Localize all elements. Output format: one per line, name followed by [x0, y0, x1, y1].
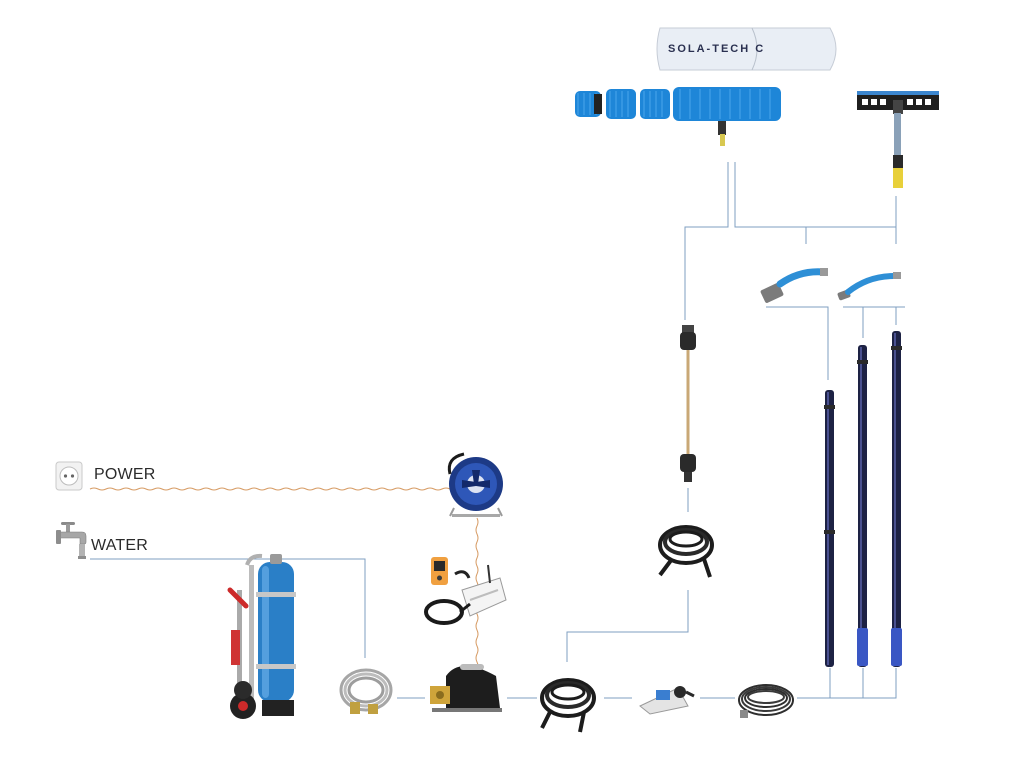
gooseneck-icon: [760, 268, 828, 303]
reel-to-poles-line: [797, 668, 897, 699]
hose-coil-icon: [540, 678, 596, 733]
power-supply-line: [89, 487, 451, 491]
power-socket-icon: [55, 461, 83, 491]
tube-brand-label: SOLA-TECH C: [668, 43, 765, 55]
brushes-branch-line: [734, 162, 897, 228]
flat-brush-icon: [857, 91, 939, 188]
water-filter-trolley-icon: [227, 553, 296, 719]
water-label: WATER: [91, 537, 148, 554]
rotary-brush-icon: [575, 87, 781, 146]
hose-to-lance-line: [566, 590, 689, 662]
cable-reel-icon: [447, 452, 503, 517]
power-label: POWER: [94, 466, 156, 483]
pump-icon: [430, 664, 502, 712]
remote-controller-icon: [424, 557, 507, 625]
hose-coil-icon: [339, 668, 393, 714]
flow-controller-icon: [639, 686, 695, 715]
lance-to-brush-line: [684, 162, 729, 320]
telescopic-pole-icon: [891, 331, 902, 667]
telescopic-pole-icon: [824, 390, 835, 667]
hose-coil-icon: [658, 525, 714, 578]
lance-icon: [680, 325, 696, 482]
gooseneck-icon: [837, 272, 901, 301]
telescopic-pole-icon: [857, 345, 868, 667]
brush-packaging-icon: SOLA-TECH C: [656, 27, 837, 71]
gooseneck-to-pole-line: [766, 306, 829, 380]
water-supply-line: [90, 558, 366, 658]
water-tap-icon: [56, 522, 87, 559]
hose-coil-icon: [738, 684, 794, 718]
